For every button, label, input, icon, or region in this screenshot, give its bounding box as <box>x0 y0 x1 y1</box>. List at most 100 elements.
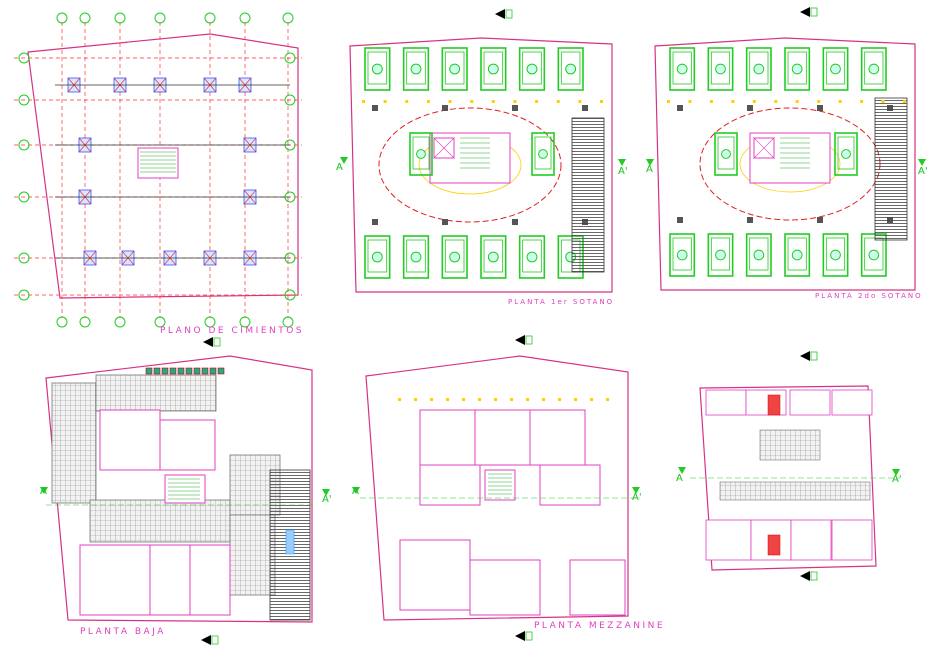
room <box>99 409 161 471</box>
column <box>817 217 823 223</box>
grid-bubble-icon <box>239 12 251 24</box>
ground-floor-outline <box>45 355 313 623</box>
office-room <box>419 409 476 466</box>
section-tag <box>505 9 513 19</box>
car-body <box>787 237 807 271</box>
title-planta-baja: PLANTA BAJA <box>80 627 166 637</box>
dim-tick <box>903 100 906 103</box>
car-roof <box>830 63 841 75</box>
column <box>677 105 683 111</box>
car-roof <box>565 63 577 75</box>
car-body <box>522 239 542 273</box>
section-arrow-icon <box>800 7 810 17</box>
dim-tick <box>448 100 452 103</box>
planta-mezzanine-plan <box>360 355 640 621</box>
apartment-room <box>831 389 873 416</box>
car-roof <box>715 249 726 261</box>
section-tag <box>810 7 818 17</box>
section-cut-icon <box>352 487 360 494</box>
dim-tick <box>774 100 778 103</box>
dim-tick <box>688 100 692 103</box>
section-a-left-sotano2: A <box>646 164 653 175</box>
dim-tick <box>574 398 577 401</box>
car-body <box>672 51 692 85</box>
grid-bubble-icon <box>282 316 294 328</box>
dim-tick <box>491 100 495 103</box>
dim-tick <box>817 100 821 103</box>
column <box>512 105 518 111</box>
car-roof <box>371 251 383 263</box>
office-room <box>469 559 541 616</box>
dim-tick <box>606 398 609 401</box>
car-icon <box>441 47 468 91</box>
apartment-room <box>790 519 832 561</box>
section-a-left-sotano1: A <box>336 162 343 173</box>
car-icon <box>402 47 430 91</box>
section-arrow-icon <box>515 335 525 345</box>
dim-tick <box>600 100 603 103</box>
car-body <box>710 51 731 85</box>
apartment-room <box>705 519 752 561</box>
car-icon <box>822 233 849 277</box>
car-body <box>367 239 388 273</box>
section-tag <box>810 351 818 361</box>
stair-core <box>137 147 179 179</box>
grid-bubble-icon <box>114 12 126 24</box>
car-body <box>483 239 504 273</box>
car-roof <box>868 249 880 261</box>
section-cut-icon <box>340 157 348 164</box>
car-icon <box>707 47 734 91</box>
car-roof <box>410 251 422 263</box>
section-arrow-icon <box>515 631 525 641</box>
car-icon <box>784 47 811 91</box>
grid-bubble-icon <box>204 12 216 24</box>
grid-bubble-icon <box>18 139 30 151</box>
dim-tick <box>426 100 430 103</box>
section-arrow-icon <box>203 337 213 347</box>
section-a-left-baja: A <box>40 486 47 497</box>
car-icon <box>441 235 468 279</box>
office-room <box>569 559 626 616</box>
grid-bubble-icon <box>114 316 126 328</box>
car-icon <box>707 233 734 277</box>
car-icon <box>822 47 849 91</box>
section-tag <box>211 635 219 645</box>
car-roof <box>449 251 461 263</box>
dim-tick <box>709 100 713 103</box>
section-arrow-icon <box>800 351 810 361</box>
basement-outline <box>654 37 916 291</box>
apartment-room <box>705 389 747 416</box>
planter <box>217 367 225 375</box>
car-icon <box>834 132 858 176</box>
apartment-room <box>789 389 831 416</box>
car-body <box>710 237 731 271</box>
car-icon <box>518 47 546 91</box>
stair-core <box>484 469 516 501</box>
room <box>159 419 216 471</box>
shop <box>189 544 231 616</box>
car-body <box>522 51 542 85</box>
column <box>372 219 378 225</box>
column <box>442 105 448 111</box>
title-plano-de-cimientos: PLANO DE CIMIENTOS <box>160 326 305 336</box>
ramp-hatch <box>571 117 605 273</box>
section-cut-icon <box>632 487 640 494</box>
car-icon <box>364 47 391 91</box>
car-body <box>412 136 430 170</box>
planter <box>177 367 185 375</box>
planter <box>209 367 217 375</box>
grid-bubble-icon <box>56 316 68 328</box>
elevator-x <box>433 137 455 159</box>
car-roof <box>676 249 688 261</box>
dim-tick <box>752 100 756 103</box>
grid-bubble-icon <box>284 94 296 106</box>
column <box>817 105 823 111</box>
car-icon <box>480 235 507 279</box>
grid-bubble-icon <box>56 12 68 24</box>
stair-hatch <box>759 429 821 461</box>
section-cut-icon <box>322 489 330 496</box>
office-room <box>399 539 471 611</box>
column <box>512 219 518 225</box>
planter <box>193 367 201 375</box>
car-body <box>406 239 426 273</box>
